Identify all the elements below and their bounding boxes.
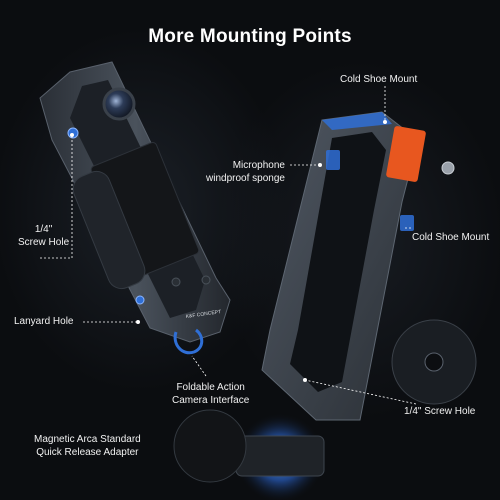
- callout-microphone-line2: windproof sponge: [206, 172, 285, 184]
- callout-dots: [70, 120, 387, 382]
- brand-mark: K&F CONCEPT: [185, 309, 221, 320]
- callout-magnetic-adapter: Magnetic Arca Standard Quick Release Ada…: [34, 434, 141, 459]
- callout-magnetic-line1: Magnetic Arca Standard: [34, 434, 141, 445]
- callout-cold-shoe-top: Cold Shoe Mount: [340, 74, 418, 85]
- callout-screw-hole-bottom: 1/4" Screw Hole: [404, 406, 476, 417]
- callout-screw-hole-left-line1: 1/4": [34, 224, 53, 235]
- callout-lanyard-hole: Lanyard Hole: [14, 316, 74, 327]
- callout-cold-shoe-side: Cold Shoe Mount: [412, 232, 490, 243]
- screw-hole-inset: [391, 319, 477, 405]
- camera-cage-frame: [261, 111, 455, 421]
- callout-microphone: Microphone windproof sponge: [206, 160, 285, 185]
- callout-foldable-interface: Foldable Action Camera Interface: [172, 382, 249, 407]
- callout-foldable-line1: Foldable Action: [176, 382, 245, 393]
- callout-lines: [40, 86, 417, 405]
- page-title: More Mounting Points: [148, 26, 352, 47]
- callout-foldable-line2: Camera Interface: [172, 394, 250, 406]
- callout-magnetic-line2: Quick Release Adapter: [36, 446, 139, 458]
- screw-icon: [441, 161, 455, 175]
- callout-screw-hole-left-line2: Screw Hole: [18, 236, 70, 248]
- callout-screw-hole-left: 1/4" Screw Hole: [18, 224, 69, 249]
- cold-shoe-orange: [386, 126, 426, 182]
- camera-lens-icon: [102, 87, 136, 121]
- camera-cage-front: [39, 61, 231, 355]
- magnetic-adapter: [173, 409, 325, 500]
- callout-microphone-line1: Microphone: [232, 160, 285, 171]
